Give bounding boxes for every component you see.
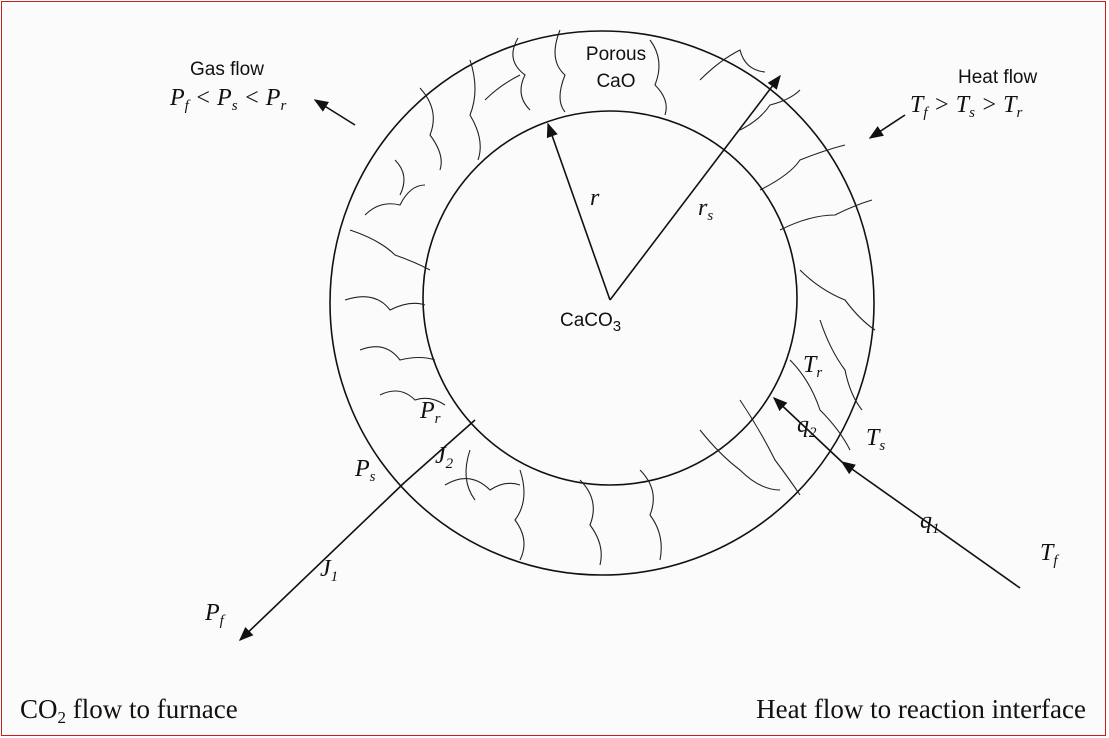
q2-heat-arrow xyxy=(772,397,843,463)
tr-label: Tr xyxy=(803,352,822,381)
j2-label: J2 xyxy=(435,443,454,472)
tf-label: Tf xyxy=(1040,540,1059,569)
ts-label: Ts xyxy=(866,425,885,454)
j1-flow-arrow xyxy=(238,481,406,641)
q2-label: q2 xyxy=(797,412,817,441)
pf-label: Pf xyxy=(204,600,226,629)
core-label: CaCO3 xyxy=(560,310,621,335)
heat-flow-label: Heat flow xyxy=(958,67,1037,88)
radius-lines xyxy=(546,74,781,301)
temperature-relation: Tf > Ts > Tr xyxy=(910,92,1023,121)
heat-flow-arrow xyxy=(868,114,906,139)
gas-flow-label: Gas flow xyxy=(190,59,264,80)
caption-co2-flow: CO2 flow to furnace xyxy=(20,694,238,727)
pressure-relation: Pf < Ps < Pr xyxy=(169,85,286,114)
ps-label: Ps xyxy=(354,456,376,485)
pr-label: Pr xyxy=(419,398,441,427)
q1-heat-arrow xyxy=(840,461,1021,589)
gas-flow-arrow xyxy=(313,99,356,126)
caption-heat-flow: Heat flow to reaction interface xyxy=(756,694,1086,724)
porous-cracks xyxy=(344,29,876,566)
q1-label: q1 xyxy=(920,508,940,537)
rs-label: rs xyxy=(698,195,713,224)
porous-label-line2: CaO xyxy=(596,71,635,92)
j1-label: J1 xyxy=(320,556,338,585)
j2-path xyxy=(404,419,476,483)
inner-core-circle xyxy=(422,110,798,486)
porous-label-line1: Porous xyxy=(586,44,646,65)
outer-shell-circle xyxy=(329,30,875,576)
r-label: r xyxy=(590,185,600,211)
